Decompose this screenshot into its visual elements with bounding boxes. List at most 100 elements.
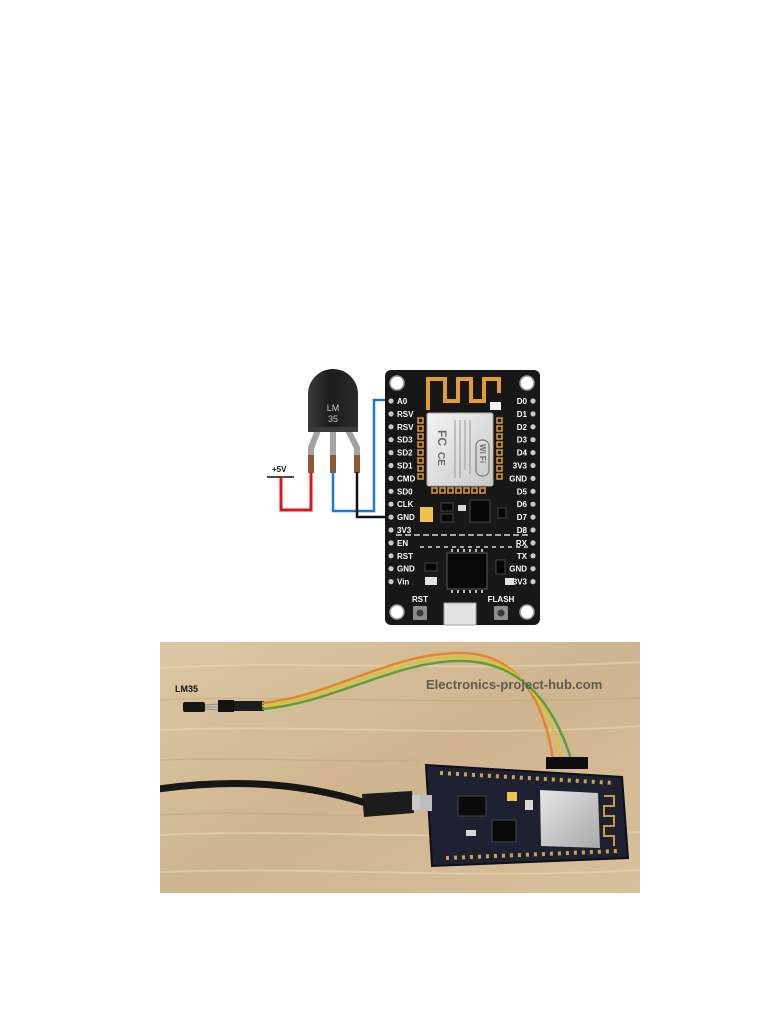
right-pin-label: 3V3: [513, 462, 528, 471]
mounting-hole: [389, 604, 405, 620]
photo-watermark: Electronics-project-hub.com: [426, 677, 602, 692]
left-pin-hole: [388, 501, 394, 507]
right-pin-hole: [530, 424, 536, 430]
left-pin-label: Vin: [397, 578, 409, 587]
photo-usb-port: [420, 795, 432, 811]
left-pin-label: SD2: [397, 449, 413, 458]
sensor-left-leg: [308, 428, 321, 458]
usb-serial-chip: [446, 552, 488, 590]
ce-mark: CE: [435, 452, 446, 466]
left-pin-label: RST: [397, 552, 413, 561]
right-pin-label: 3V3: [513, 578, 528, 587]
supply-label: +5V: [272, 465, 287, 474]
left-pin-hole: [388, 553, 394, 559]
right-pin-label: D5: [517, 487, 528, 496]
left-pin-label: SD3: [397, 436, 413, 445]
yellow-capacitor: [420, 507, 433, 522]
photo-small-part: [466, 830, 476, 836]
mounting-hole: [519, 604, 535, 620]
photo-yellow-part: [507, 792, 517, 801]
lm35-sensor: LM 35: [308, 369, 360, 473]
left-pin-hole: [388, 488, 394, 494]
photo-sensor-legs: [204, 703, 220, 711]
nodemcu-board: FC CE Wi Fi: [385, 370, 540, 626]
right-pin-hole: [530, 540, 536, 546]
photo-pin-row-top: [439, 771, 615, 785]
right-pin-label: D2: [517, 423, 528, 432]
jumper-housing: [218, 700, 234, 712]
smd-part: [425, 577, 437, 585]
flash-button: [494, 606, 508, 620]
jumper-wire-orange: [261, 651, 555, 761]
right-pin-label: D0: [517, 397, 528, 406]
micro-usb-port: [443, 602, 477, 626]
right-pin-label: D6: [517, 500, 528, 509]
left-pin-label: GND: [397, 565, 415, 574]
left-pin-label: GND: [397, 513, 415, 522]
sensor-label-line2: 35: [328, 414, 338, 424]
board-components: [396, 499, 530, 593]
right-pin-hole: [530, 450, 536, 456]
regulator-chip: [469, 499, 491, 523]
smd-part: [440, 513, 454, 523]
photo-sensor: [183, 702, 205, 712]
smd-part: [505, 578, 514, 585]
wood-grain: [160, 661, 640, 875]
photo-antenna: [603, 795, 615, 846]
right-pin-hole: [530, 566, 536, 572]
left-pin-label: 3V3: [397, 526, 412, 535]
right-pin-hole: [530, 475, 536, 481]
wifi-logo-frame: [475, 439, 490, 477]
right-pin-hole: [530, 398, 536, 404]
smd-part: [440, 502, 454, 512]
left-pin-hole: [388, 566, 394, 572]
chip-pins: [451, 549, 483, 593]
sensor-body: [308, 369, 358, 432]
left-pin-hole: [388, 411, 394, 417]
left-pin-hole: [388, 579, 394, 585]
left-pin-header: A0RSVRSVSD3SD2SD1CMDSD0CLKGND3V3ENRSTGND…: [388, 397, 415, 587]
mounting-hole: [519, 375, 535, 391]
right-pin-hole: [530, 411, 536, 417]
left-pin-hole: [388, 514, 394, 520]
right-pin-label: D7: [517, 513, 528, 522]
right-pin-hole: [530, 553, 536, 559]
right-pin-hole: [530, 579, 536, 585]
smd-part: [424, 562, 438, 572]
right-pin-hole: [530, 437, 536, 443]
usb-plug: [362, 791, 414, 817]
esp-module: FC CE Wi Fi: [426, 412, 494, 487]
signal-wire: [331, 398, 389, 513]
left-pin-label: CMD: [397, 474, 415, 483]
left-pin-hole: [388, 527, 394, 533]
right-pin-label: GND: [509, 565, 527, 574]
ground-wire: [355, 472, 389, 519]
right-pin-hole: [530, 488, 536, 494]
left-pin-hole: [388, 424, 394, 430]
right-pin-label: GND: [509, 474, 527, 483]
left-pin-hole: [388, 398, 394, 404]
sensor-left-leg-tip: [308, 455, 314, 473]
mounting-hole: [389, 375, 405, 391]
left-pin-label: SD0: [397, 487, 413, 496]
reset-button-label: RST: [412, 595, 428, 604]
reset-button: [413, 606, 427, 620]
wifi-logo: Wi Fi: [478, 444, 487, 463]
jumper-wire-yellow: [261, 655, 564, 761]
right-pin-label: D3: [517, 436, 528, 445]
left-pin-hole: [388, 437, 394, 443]
right-pin-label: TX: [517, 552, 528, 561]
right-pin-label: RX: [516, 539, 528, 548]
left-pin-hole: [388, 450, 394, 456]
right-pin-label: D8: [517, 526, 528, 535]
sensor-right-leg: [345, 428, 360, 458]
right-pin-hole: [530, 527, 536, 533]
left-pin-label: CLK: [397, 500, 414, 509]
sensor-label-line1: LM: [327, 403, 340, 413]
right-pin-label: D1: [517, 410, 528, 419]
usb-cable: [160, 780, 368, 807]
right-pin-hole: [530, 501, 536, 507]
smd-part: [497, 507, 507, 519]
flash-button-label: FLASH: [488, 595, 515, 604]
